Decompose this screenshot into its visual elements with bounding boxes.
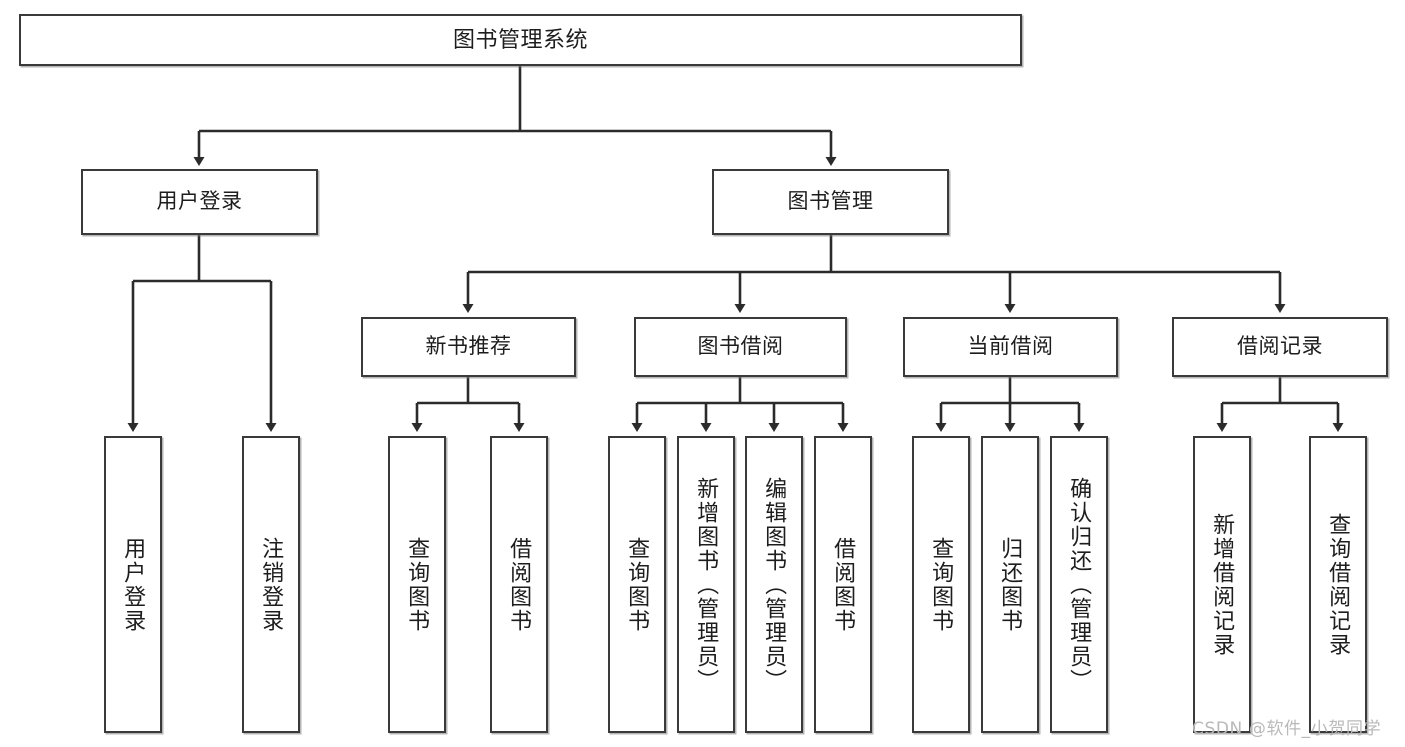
node-label: 新增图书（管理员） <box>694 476 720 693</box>
leaf-logout[interactable]: 注销登录 <box>242 436 300 733</box>
node-label: 编辑图书（管理员） <box>762 476 788 693</box>
node-label: 借阅图书 <box>507 536 533 633</box>
leaf-confirm-return-admin[interactable]: 确认归还（管理员） <box>1050 436 1108 733</box>
node-book-borrow[interactable]: 图书借阅 <box>634 317 847 377</box>
node-label: 查询图书 <box>625 536 651 633</box>
node-label: 借阅图书 <box>831 536 857 633</box>
node-label: 归还图书 <box>998 536 1024 633</box>
leaf-borrow-book[interactable]: 借阅图书 <box>814 436 872 733</box>
node-label: 图书管理系统 <box>452 27 588 53</box>
node-label: 查询图书 <box>405 536 431 633</box>
leaf-edit-book-admin[interactable]: 编辑图书（管理员） <box>745 436 803 733</box>
leaf-query-book-current[interactable]: 查询图书 <box>912 436 970 733</box>
leaf-return-book[interactable]: 归还图书 <box>981 436 1039 733</box>
node-label: 确认归还（管理员） <box>1067 476 1093 693</box>
node-label: 用户登录 <box>156 189 243 213</box>
node-label: 注销登录 <box>259 536 285 633</box>
leaf-query-book-recommend[interactable]: 查询图书 <box>388 436 446 733</box>
node-label: 用户登录 <box>121 536 147 633</box>
node-label: 当前借阅 <box>967 334 1054 358</box>
node-book-management[interactable]: 图书管理 <box>712 169 949 235</box>
node-label: 查询借阅记录 <box>1326 512 1352 657</box>
leaf-borrow-book-recommend[interactable]: 借阅图书 <box>490 436 548 733</box>
node-new-book-recommend[interactable]: 新书推荐 <box>361 317 576 377</box>
node-user-login[interactable]: 用户登录 <box>81 169 318 235</box>
leaf-query-borrow-record[interactable]: 查询借阅记录 <box>1309 436 1367 733</box>
node-label: 图书借阅 <box>697 334 784 358</box>
node-label: 借阅记录 <box>1237 334 1323 358</box>
node-label: 图书管理 <box>787 189 874 213</box>
leaf-add-book-admin[interactable]: 新增图书（管理员） <box>677 436 735 733</box>
leaf-user-login[interactable]: 用户登录 <box>104 436 162 733</box>
leaf-query-book-borrow[interactable]: 查询图书 <box>608 436 666 733</box>
node-borrow-record[interactable]: 借阅记录 <box>1172 317 1388 377</box>
node-label: 新增借阅记录 <box>1210 512 1236 657</box>
leaf-add-borrow-record[interactable]: 新增借阅记录 <box>1193 436 1251 733</box>
node-label: 查询图书 <box>929 536 955 633</box>
node-current-borrow[interactable]: 当前借阅 <box>903 317 1118 377</box>
node-root-system[interactable]: 图书管理系统 <box>19 14 1022 66</box>
watermark-credit: CSDN @软件_小贺同学 <box>1192 719 1382 739</box>
node-label: 新书推荐 <box>425 334 512 358</box>
